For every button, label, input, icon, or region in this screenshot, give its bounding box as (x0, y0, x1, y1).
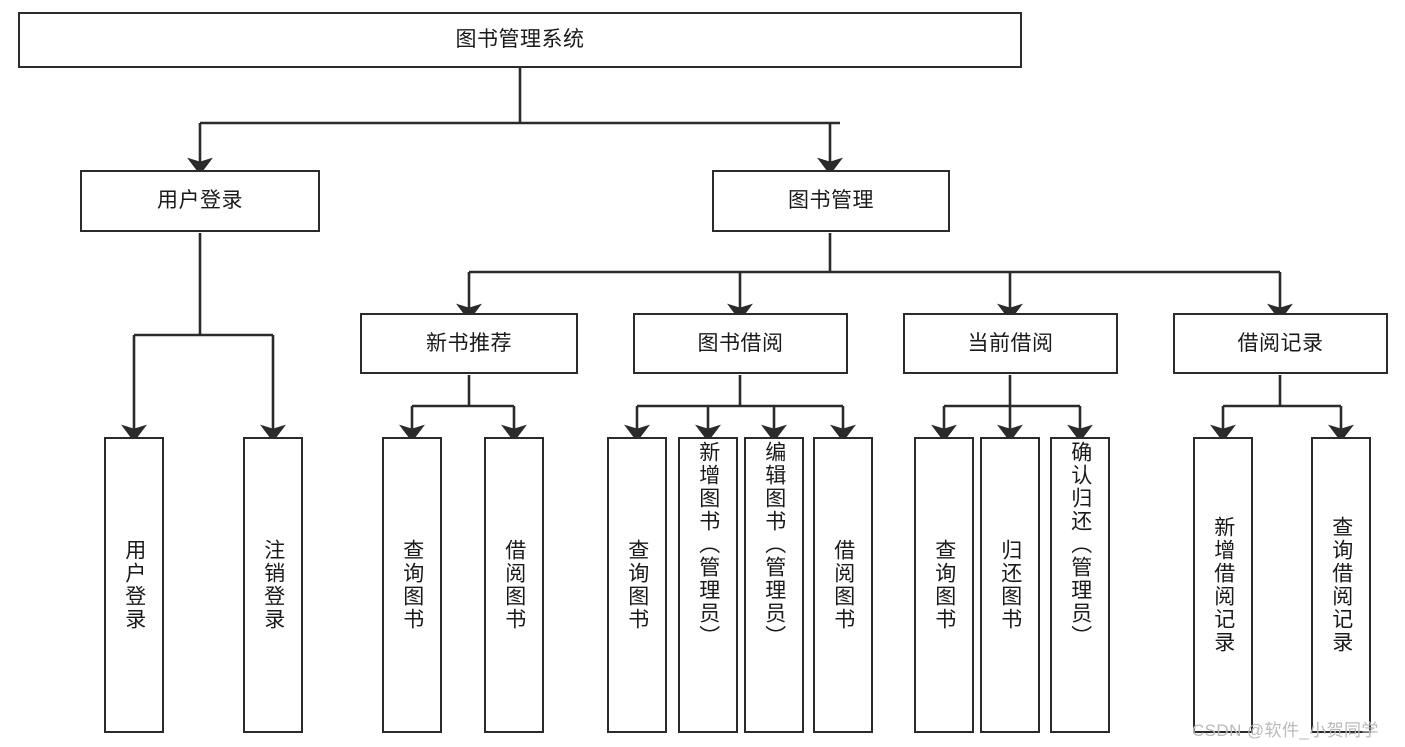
node-user-login[interactable]: 用户登录 (80, 170, 320, 232)
node-book-management[interactable]: 图书管理 (712, 170, 950, 232)
node-root-label: 图书管理系统 (455, 28, 585, 52)
node-borrow-records-label: 借阅记录 (1237, 331, 1324, 355)
node-current-borrow[interactable]: 当前借阅 (903, 313, 1118, 374)
leaf-current-borrow-3-label: 确认归还（管理员） (1068, 441, 1092, 648)
leaf-current-borrow-2-label: 归还图书 (998, 539, 1022, 631)
leaf-borrow-records-2[interactable]: 查询借阅记录 (1311, 437, 1371, 733)
leaf-new-book-1-label: 查询图书 (400, 539, 424, 631)
leaf-book-borrow-1[interactable]: 查询图书 (607, 437, 667, 733)
node-new-book-recommend[interactable]: 新书推荐 (360, 313, 578, 374)
leaf-borrow-records-2-label: 查询借阅记录 (1329, 516, 1353, 654)
leaf-book-borrow-4[interactable]: 借阅图书 (813, 437, 873, 733)
node-current-borrow-label: 当前借阅 (967, 331, 1054, 355)
leaf-book-borrow-3-label: 编辑图书（管理员） (762, 441, 786, 648)
watermark-text: CSDN @软件_小贺同学 (1192, 721, 1379, 740)
leaf-book-borrow-2[interactable]: 新增图书（管理员） (678, 437, 738, 733)
leaf-book-borrow-4-label: 借阅图书 (831, 539, 855, 631)
leaf-book-borrow-2-label: 新增图书（管理员） (696, 441, 720, 648)
leaf-new-book-2[interactable]: 借阅图书 (484, 437, 544, 733)
leaf-borrow-records-1-label: 新增借阅记录 (1211, 516, 1235, 654)
node-user-login-label: 用户登录 (157, 189, 243, 213)
node-new-book-recommend-label: 新书推荐 (426, 331, 512, 355)
node-book-borrow[interactable]: 图书借阅 (633, 313, 848, 374)
leaf-user-login-1-label: 用户登录 (122, 539, 146, 631)
leaf-book-borrow-3[interactable]: 编辑图书（管理员） (744, 437, 804, 733)
leaf-current-borrow-1[interactable]: 查询图书 (914, 437, 974, 733)
node-book-borrow-label: 图书借阅 (697, 331, 784, 355)
node-root[interactable]: 图书管理系统 (18, 12, 1022, 68)
leaf-current-borrow-3[interactable]: 确认归还（管理员） (1050, 437, 1110, 733)
node-book-management-label: 图书管理 (788, 189, 874, 213)
leaf-current-borrow-1-label: 查询图书 (932, 539, 956, 631)
leaf-user-login-2-label: 注销登录 (261, 539, 285, 631)
leaf-new-book-2-label: 借阅图书 (502, 539, 526, 631)
leaf-user-login-2[interactable]: 注销登录 (243, 437, 303, 733)
leaf-book-borrow-1-label: 查询图书 (625, 539, 649, 631)
leaf-borrow-records-1[interactable]: 新增借阅记录 (1193, 437, 1253, 733)
leaf-new-book-1[interactable]: 查询图书 (382, 437, 442, 733)
node-borrow-records[interactable]: 借阅记录 (1173, 313, 1388, 374)
leaf-user-login-1[interactable]: 用户登录 (104, 437, 164, 733)
leaf-current-borrow-2[interactable]: 归还图书 (980, 437, 1040, 733)
